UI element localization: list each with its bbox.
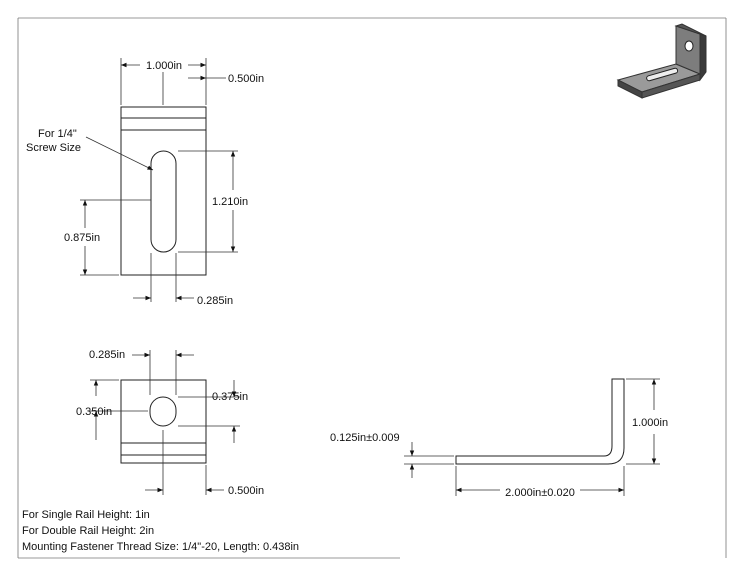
top-offset-dimension: 0.500in: [228, 73, 264, 85]
notes: For Single Rail Height: 1in For Double R…: [22, 509, 299, 553]
slot-position-dimension: 0.875in: [64, 232, 100, 244]
front-offset-dimension: 0.500in: [228, 485, 264, 497]
note-double-rail: For Double Rail Height: 2in: [22, 525, 154, 537]
height-dimension: 1.000in: [632, 417, 668, 429]
note-single-rail: For Single Rail Height: 1in: [22, 509, 150, 521]
note-fastener: Mounting Fastener Thread Size: 1/4"-20, …: [22, 541, 299, 553]
slot-length-dimension: 1.210in: [212, 196, 248, 208]
screw-callout-line2: Screw Size: [26, 142, 81, 154]
screw-callout-leader: [85, 136, 154, 171]
bracket-iso-illustration: [616, 23, 707, 99]
front-view: 0.285in 0.375in 0.350in 0.500in: [76, 349, 264, 497]
top-view: 1.000in 0.500in For 1/4" Screw Size 1.21…: [26, 58, 264, 307]
thickness-dimension: 0.125in±0.009: [330, 432, 400, 444]
hole-position-dimension: 0.350in: [76, 406, 112, 418]
side-view-profile: [455, 378, 625, 465]
drawing-border: [17, 17, 727, 559]
mounting-slot: [150, 150, 177, 253]
top-view-outline: [120, 106, 207, 276]
hole-width-dimension: 0.285in: [89, 349, 125, 361]
slot-width-dimension: 0.285in: [197, 295, 233, 307]
front-view-outline: [120, 379, 207, 464]
top-width-dimension: 1.000in: [146, 60, 182, 72]
mounting-hole: [149, 396, 177, 427]
length-dimension: 2.000in±0.020: [505, 487, 575, 499]
screw-callout-line1: For 1/4": [38, 128, 77, 140]
side-view: 0.125in±0.009 1.000in 2.000in±0.020: [330, 378, 668, 499]
hole-height-dimension: 0.375in: [212, 391, 248, 403]
